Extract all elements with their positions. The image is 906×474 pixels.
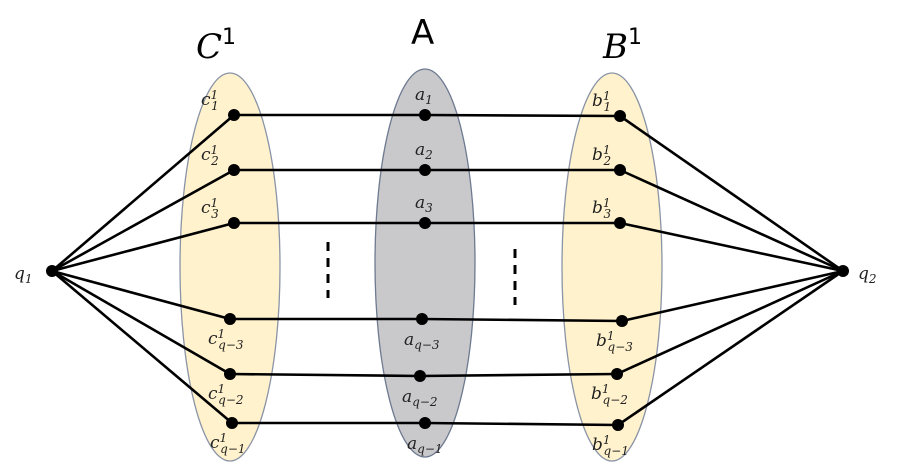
edge-a-b <box>421 317 623 323</box>
label-a: a1 <box>415 85 433 107</box>
edge-q1-c <box>51 114 235 272</box>
node-a <box>414 370 426 382</box>
node-a <box>419 164 431 176</box>
node-q1 <box>46 265 58 277</box>
node-b <box>614 110 626 122</box>
label-a: aq−3 <box>404 330 440 352</box>
set-c-title: C1 <box>196 25 236 67</box>
edge-b-q2 <box>619 168 844 273</box>
set-b-title: B1 <box>602 25 642 67</box>
node-b <box>614 217 626 229</box>
node-b <box>614 164 626 176</box>
edge-q1-c <box>51 269 231 376</box>
edge-a-b <box>419 372 618 378</box>
edge-q1-c <box>51 270 233 424</box>
edge-q1-c <box>51 221 235 273</box>
node-c <box>228 164 240 176</box>
edge-b-q2 <box>616 269 844 376</box>
label-a: aq−1 <box>407 434 443 456</box>
edges-group <box>51 113 844 427</box>
node-b <box>612 419 624 431</box>
node-c <box>228 109 240 121</box>
node-q2 <box>837 265 849 277</box>
edge-q1-c <box>51 269 231 321</box>
edge-a-b <box>424 113 621 118</box>
edge-b-q2 <box>619 114 844 273</box>
label-a: aq−2 <box>402 387 438 409</box>
node-c <box>228 217 240 229</box>
edge-q1-c <box>51 168 235 273</box>
node-a <box>416 313 428 325</box>
label-a: a3 <box>415 193 433 215</box>
node-c <box>224 368 236 380</box>
node-a <box>419 217 431 229</box>
q2-label: q2 <box>858 264 877 286</box>
label-a: a2 <box>415 140 433 162</box>
node-a <box>419 109 431 121</box>
edge-c-a <box>229 372 421 378</box>
edge-a-b <box>424 421 619 427</box>
node-a <box>419 417 431 429</box>
node-c <box>224 313 236 325</box>
node-b <box>611 368 623 380</box>
node-b <box>616 315 628 327</box>
set-a-ellipse <box>374 68 476 458</box>
q1-label: q1 <box>14 264 33 286</box>
edge-b-q2 <box>617 269 844 427</box>
nodes-group <box>46 109 849 431</box>
edge-b-q2 <box>621 269 844 323</box>
edge-b-q2 <box>619 221 844 273</box>
set-a-title: A <box>411 13 434 53</box>
node-c <box>226 417 238 429</box>
